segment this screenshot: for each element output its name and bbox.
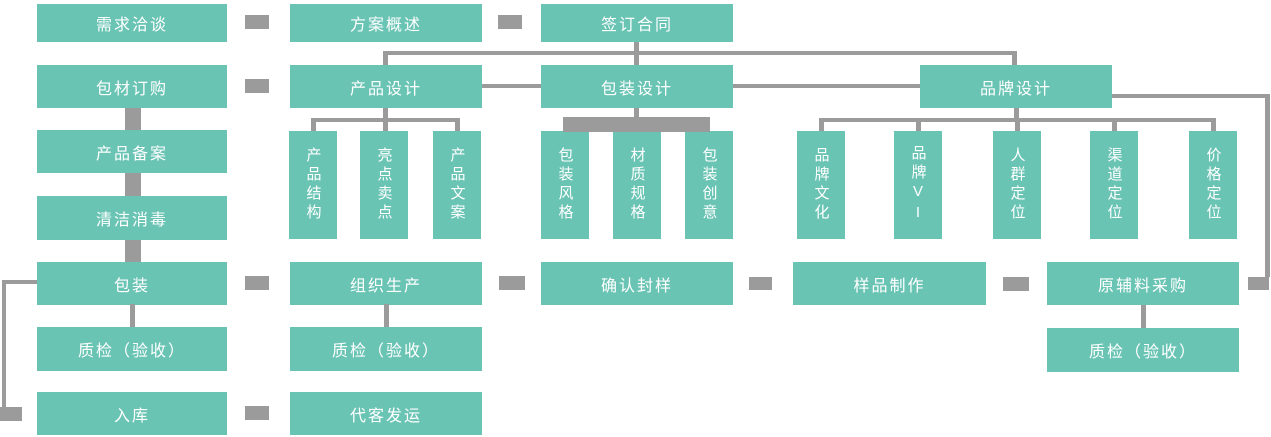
connector-material-to-filing: [125, 108, 141, 130]
line-brand-right-horizontal: [1112, 94, 1270, 98]
node-customer-shipping: 代客发运: [290, 392, 482, 435]
line-top-tree-left-elbow: [383, 51, 388, 65]
node-channel-positioning: 渠道定位: [1090, 131, 1138, 239]
line-left-route-vertical: [2, 280, 6, 410]
connector-warehouse-to-shipping: [245, 406, 269, 420]
node-plan-overview: 方案概述: [290, 4, 482, 42]
node-warehousing: 入库: [37, 392, 227, 435]
line-product-to-package-design: [482, 84, 541, 88]
stub-channel-positioning: [1112, 118, 1117, 131]
node-sample-making: 样品制作: [793, 262, 986, 305]
node-qc-right: 质检（验收）: [1047, 328, 1239, 372]
line-product-tree-horizontal: [311, 118, 460, 122]
node-material-spec: 材质规格: [613, 131, 661, 239]
connector-packing-to-qc: [130, 304, 135, 327]
node-package-creative: 包装创意: [685, 131, 733, 239]
line-packing-left-horizontal: [2, 280, 37, 284]
node-package-design: 包装设计: [541, 65, 733, 108]
node-demand-talk: 需求洽谈: [37, 4, 227, 42]
node-packing: 包装: [37, 262, 227, 305]
line-package-to-brand-design: [733, 84, 920, 88]
connector-brand-route-end-dash: [1248, 277, 1269, 290]
node-raw-material-purchase: 原辅料采购: [1047, 262, 1239, 305]
node-cleaning-disinfection: 清洁消毒: [37, 196, 227, 240]
connector-production-to-qc: [384, 304, 389, 327]
connector-sample-to-raw-material: [1003, 277, 1029, 291]
node-confirm-sample: 确认封样: [541, 262, 733, 305]
line-top-tree-horizontal: [383, 51, 1016, 55]
stub-audience-positioning: [1015, 118, 1020, 131]
node-selling-points: 亮点卖点: [360, 131, 408, 239]
connector-plan-to-contract: [498, 15, 522, 29]
node-product-structure: 产品结构: [289, 131, 337, 239]
stub-brand-vi: [916, 118, 921, 131]
stub-product-structure: [311, 118, 316, 131]
stub-price-positioning: [1211, 118, 1216, 131]
node-qc-mid: 质检（验收）: [290, 327, 482, 371]
line-brand-design-stub: [1014, 108, 1019, 118]
node-brand-design: 品牌设计: [920, 65, 1112, 108]
node-organize-production: 组织生产: [290, 262, 482, 305]
node-qc-left: 质检（验收）: [37, 327, 227, 371]
node-product-copywriting: 产品文案: [433, 131, 481, 239]
node-product-filing: 产品备案: [37, 130, 227, 173]
node-price-positioning: 价格定位: [1189, 131, 1237, 239]
connector-filing-to-cleaning: [125, 173, 141, 196]
connector-demand-to-plan: [245, 15, 269, 29]
connector-raw-material-to-qc: [1141, 305, 1146, 328]
connector-packing-to-production: [245, 276, 269, 290]
connector-cleaning-to-packing: [125, 240, 141, 262]
connector-production-to-confirm: [499, 276, 525, 290]
node-brand-culture: 品牌文化: [797, 131, 845, 239]
line-top-tree-right-elbow: [1012, 51, 1017, 65]
line-brand-right-vertical: [1265, 94, 1270, 277]
node-package-style: 包装风格: [541, 131, 589, 239]
node-audience-positioning: 人群定位: [993, 131, 1041, 239]
bar-package-tree-horizontal: [563, 117, 710, 132]
stub-product-copywriting: [455, 118, 460, 131]
node-product-design: 产品设计: [290, 65, 482, 108]
node-sign-contract: 签订合同: [541, 4, 733, 42]
connector-material-to-product-design: [245, 79, 269, 93]
stub-brand-culture: [819, 118, 824, 131]
connector-confirm-to-sample: [749, 277, 772, 290]
line-package-design-stub: [634, 108, 639, 118]
node-material-order: 包材订购: [37, 65, 227, 108]
node-brand-vi: 品牌VI: [894, 131, 942, 239]
connector-left-route-end-dash: [0, 407, 22, 421]
